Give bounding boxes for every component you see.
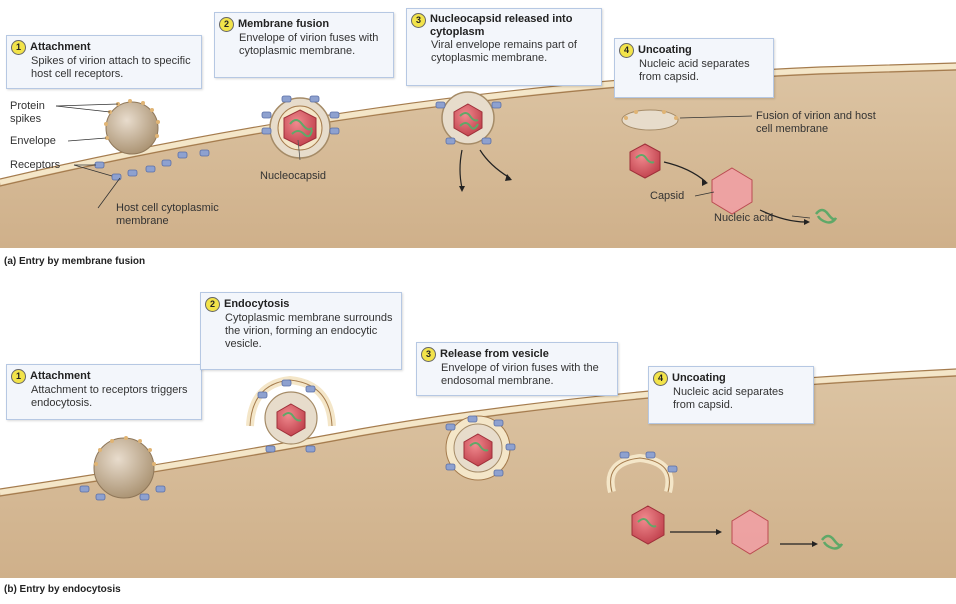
label-receptors: Receptors bbox=[10, 159, 61, 171]
panel-b-step-2-box: 2 Endocytosis Cytoplasmic membrane surrou… bbox=[200, 292, 402, 370]
step-number: 1 bbox=[11, 369, 26, 384]
panel-b-step-4-box: 4 Uncoating Nucleic acid separates from c… bbox=[648, 366, 814, 424]
step-number: 4 bbox=[653, 371, 668, 386]
step-title: Release from vesicle bbox=[440, 348, 549, 360]
step-number: 3 bbox=[421, 347, 436, 362]
panel-a-step-4-box: 4 Uncoating Nucleic acid separates from c… bbox=[614, 38, 774, 98]
panel-b-step-1-box: 1 Attachment Attachment to receptors trig… bbox=[6, 364, 202, 420]
step-title: Nucleocapsid released into cytoplasm bbox=[430, 13, 573, 38]
label-nucleic-acid: Nucleic acid bbox=[714, 212, 774, 224]
panel-a-step-2-box: 2 Membrane fusion Envelope of virion fuse… bbox=[214, 12, 394, 78]
step-text: Spikes of virion attach to specific host… bbox=[31, 55, 191, 80]
label-capsid: Capsid bbox=[650, 190, 685, 202]
step-number: 2 bbox=[219, 17, 234, 32]
step-text: Viral envelope remains part of cytoplasm… bbox=[431, 39, 577, 64]
panel-a-step-3-box: 3 Nucleocapsid released into cytoplasm Vi… bbox=[406, 8, 602, 86]
panel-a-fusing-virion bbox=[261, 95, 340, 161]
panel-b-vesicle bbox=[445, 415, 516, 481]
step-title: Membrane fusion bbox=[238, 18, 330, 30]
step-number: 1 bbox=[11, 40, 26, 55]
label-envelope: Envelope bbox=[10, 135, 56, 147]
step-text: Attachment to receptors triggers endocyt… bbox=[31, 384, 188, 409]
panel-a-step-1-box: 1 Attachment Spikes of virion attach to s… bbox=[6, 35, 202, 89]
panel-b-caption: (b) Entry by endocytosis bbox=[4, 584, 121, 595]
step-title: Attachment bbox=[30, 370, 91, 382]
panel-b-step-3-box: 3 Release from vesicle Envelope of virion… bbox=[416, 342, 618, 396]
label-fusion: Fusion of virion and host cell membrane bbox=[756, 110, 876, 135]
panel-a-caption: (a) Entry by membrane fusion bbox=[4, 256, 146, 267]
step-title: Uncoating bbox=[638, 44, 692, 56]
step-number: 3 bbox=[411, 13, 426, 28]
step-text: Envelope of virion fuses with the endoso… bbox=[441, 362, 599, 387]
step-number: 4 bbox=[619, 43, 634, 58]
step-title: Attachment bbox=[30, 41, 91, 53]
panel-b-virion-1 bbox=[79, 436, 166, 501]
label-protein-spikes: Protein spikes bbox=[10, 100, 45, 125]
step-title: Uncoating bbox=[672, 372, 726, 384]
panel-a-receptors bbox=[94, 149, 210, 181]
step-title: Endocytosis bbox=[224, 298, 290, 310]
panel-b-endocytosis bbox=[246, 375, 336, 453]
panel-a-leader-lines bbox=[55, 103, 811, 219]
panel-a-released-nucleocapsid bbox=[435, 91, 512, 192]
label-host-membrane: Host cell cytoplasmic membrane bbox=[116, 202, 219, 227]
panel-a-virion-1 bbox=[104, 99, 160, 155]
label-nucleocapsid: Nucleocapsid bbox=[260, 170, 327, 182]
step-number: 2 bbox=[205, 297, 220, 312]
step-text: Nucleic acid separates from capsid. bbox=[673, 386, 784, 411]
step-text: Envelope of virion fuses with cytoplasmi… bbox=[239, 32, 379, 57]
panel-b-uncoating bbox=[606, 451, 844, 555]
panel-a-uncoating bbox=[621, 109, 838, 225]
step-text: Nucleic acid separates from capsid. bbox=[639, 58, 750, 83]
step-text: Cytoplasmic membrane surrounds the virio… bbox=[225, 312, 393, 350]
